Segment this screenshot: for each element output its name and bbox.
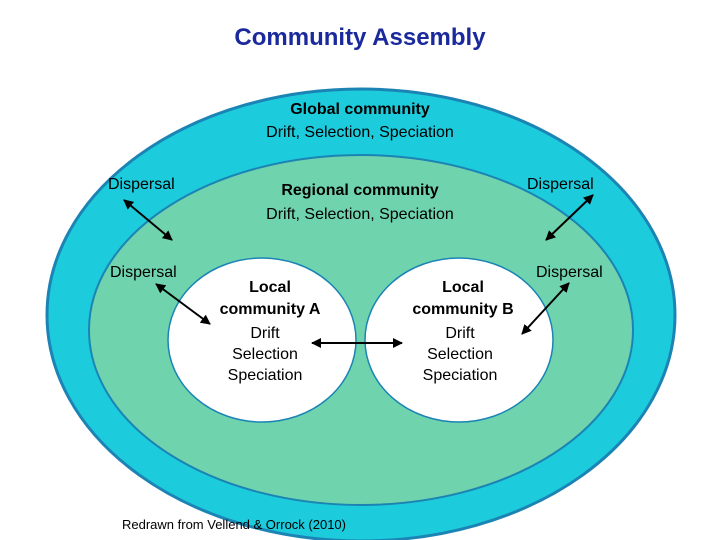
local-community-a-processes: Drift Selection Speciation	[190, 323, 340, 386]
local-a-process-drift: Drift	[250, 325, 280, 342]
dispersal-label-mid-right: Dispersal	[536, 264, 603, 281]
dispersal-label-mid-left: Dispersal	[110, 264, 177, 281]
local-community-a-title: Local community A	[195, 277, 345, 321]
local-b-process-selection: Selection	[427, 346, 493, 363]
local-community-b-title-line2: community B	[412, 301, 514, 318]
dispersal-arrow-regional-local-b	[521, 282, 570, 335]
global-community-title: Global community	[290, 101, 430, 118]
dispersal-arrow-regional-local-a	[155, 283, 211, 325]
diagram-title: Community Assembly	[234, 24, 486, 51]
local-community-a-title-line2: community A	[219, 301, 321, 318]
local-community-b-title-line1: Local	[442, 279, 484, 296]
citation-text: Redrawn from Vellend & Orrock (2010)	[122, 517, 346, 532]
local-a-process-selection: Selection	[232, 346, 298, 363]
local-b-process-drift: Drift	[445, 325, 475, 342]
local-b-process-speciation: Speciation	[422, 367, 498, 384]
local-community-b-title: Local community B	[388, 277, 538, 321]
local-community-b-processes: Drift Selection Speciation	[385, 323, 535, 386]
dispersal-arrow-global-regional-left	[123, 199, 173, 241]
regional-community-ellipse	[88, 154, 634, 506]
dispersal-label-top-right: Dispersal	[527, 176, 594, 193]
local-a-process-speciation: Speciation	[227, 367, 303, 384]
dispersal-label-top-left: Dispersal	[108, 176, 175, 193]
regional-community-title: Regional community	[281, 182, 439, 199]
dispersal-arrow-global-regional-right	[545, 194, 594, 241]
local-community-a-title-line1: Local	[249, 279, 291, 296]
regional-community-processes: Drift, Selection, Speciation	[266, 206, 454, 223]
global-community-processes: Drift, Selection, Speciation	[266, 124, 454, 141]
